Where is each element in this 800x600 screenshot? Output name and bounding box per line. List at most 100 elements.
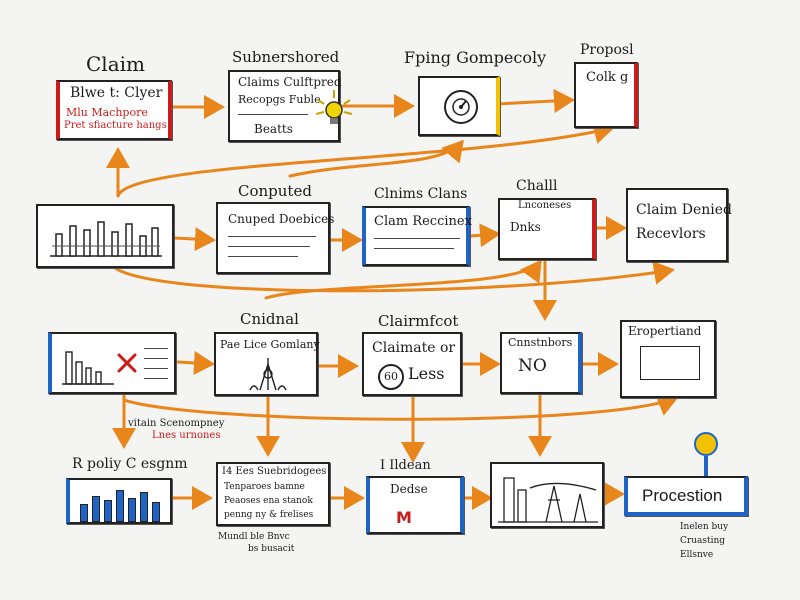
- bar-chart-icon: [50, 221, 162, 257]
- procession-note3: Ellsnve: [680, 550, 714, 560]
- lightbulb-icon: [694, 432, 718, 456]
- submitted-box-line1: Recopgs Fuble: [238, 93, 321, 106]
- subcom-note2: bs busacit: [248, 544, 295, 554]
- row4-bar-7: [152, 502, 160, 522]
- city-box[interactable]: [490, 462, 604, 528]
- critical-label: Cnidnal: [240, 310, 299, 328]
- subcom-note1: Mundl ble Bnvc: [218, 532, 290, 542]
- annot-line1: vitain Scenompney: [128, 418, 225, 429]
- row4-bar-2: [92, 496, 100, 522]
- decide-box[interactable]: Dedse M: [366, 476, 464, 534]
- denied-line2: Recevlors: [636, 226, 706, 242]
- claim-box[interactable]: Blwe t: Clyer Mlu Machpore Pret sfiactur…: [56, 80, 172, 140]
- claim-box-line1: Mlu Machpore: [66, 106, 148, 119]
- fixing-label: Fping Gompecoly: [404, 48, 547, 67]
- critical-box[interactable]: Pae Lice Gomlany: [214, 332, 320, 396]
- row4-bar-5: [128, 498, 136, 522]
- claimfact-box-badge: 60: [378, 364, 404, 390]
- arrow-mid-loop-fixing: [288, 139, 464, 178]
- proposal-label: Proposl: [580, 42, 634, 58]
- row4-bars-box[interactable]: [66, 478, 172, 524]
- cityscape-icon: [62, 351, 114, 385]
- submitted-box[interactable]: Claims Culftpred Recopgs Fuble Beatts: [228, 70, 342, 142]
- procession-note1: Inelen buy: [680, 522, 729, 532]
- claim-box-line2: Pret sfiacture hangs: [64, 120, 167, 131]
- arrow-critical-loop: [264, 259, 542, 300]
- procession-box[interactable]: Procestion: [624, 476, 748, 516]
- computed-rule-1: [228, 236, 316, 237]
- claim-box-title: Blwe t: Clyer: [70, 85, 163, 101]
- chall-box[interactable]: Lnconeses Dnks: [498, 198, 596, 260]
- arrow-long-loop-proposal: [116, 120, 615, 198]
- computed-rule-2: [228, 246, 310, 247]
- submitted-box-title: Claims Culftpred: [238, 75, 342, 89]
- claims-box[interactable]: Clam Reccinex: [362, 206, 472, 266]
- row3-chart-rule-1: [144, 348, 168, 349]
- claimfact-label: Clairmfcot: [378, 312, 459, 330]
- cityscape-icon: [498, 477, 598, 523]
- procession-note2: Cruasting: [680, 536, 726, 546]
- row4-bar-6: [140, 492, 148, 522]
- contributors-box[interactable]: Cnnstnbors NO: [500, 332, 582, 394]
- critical-box-text: Pae Lice Gomlany: [220, 338, 320, 351]
- chall-box-text: Dnks: [510, 220, 541, 234]
- subcom-box-line2: Tenparoes bamne: [224, 482, 305, 492]
- submitted-box-rule: [238, 114, 308, 115]
- row3-chart-rule-3: [144, 368, 168, 369]
- chall-box-title: Lnconeses: [518, 200, 572, 211]
- claims-rule-1: [374, 238, 460, 239]
- lamp-stem: [704, 456, 708, 478]
- row4-bar-4: [116, 490, 124, 522]
- row3-chart-rule-4: [144, 378, 168, 379]
- lightbulb-icon: [315, 90, 353, 124]
- procession-box-text: Procestion: [642, 486, 723, 505]
- arrow-fixing-to-proposal: [495, 88, 575, 113]
- row3-chart-rule-2: [144, 358, 168, 359]
- claimfact-box-line1: Claimate or: [372, 340, 456, 356]
- row4-bar-3: [104, 500, 112, 522]
- computed-box-text: Cnuped Doebices: [228, 212, 335, 226]
- claims-rule-2: [374, 248, 454, 249]
- subcom-box-line3: Peaoses ena stanok: [224, 496, 313, 506]
- submitted-box-line2: Beatts: [254, 122, 293, 136]
- claimfact-box-line2: Less: [408, 364, 445, 383]
- subcom-box[interactable]: I4 Ees Suebridogees Tenparoes bamne Peao…: [216, 462, 330, 526]
- experiment-box[interactable]: Eropertiand: [620, 320, 716, 398]
- experiment-box-title: Eropertiand: [628, 324, 702, 338]
- contributors-box-text: NO: [518, 356, 547, 376]
- mail-icon: M: [396, 508, 412, 527]
- contributors-box-title: Cnnstnbors: [508, 336, 573, 349]
- arrow-long-loop-row3: [122, 393, 679, 421]
- close-x-icon: [117, 353, 137, 373]
- gauge-icon: [444, 90, 478, 124]
- gear-icon: [249, 358, 287, 391]
- proposal-box[interactable]: Colk g: [574, 62, 638, 128]
- annot-line2: Lnes urnones: [152, 430, 221, 441]
- computed-label: Conputed: [238, 182, 312, 200]
- row2-chart-box[interactable]: [36, 204, 174, 268]
- computed-box[interactable]: Cnuped Doebices: [216, 202, 334, 274]
- computed-rule-3: [228, 256, 298, 257]
- fixing-box[interactable]: [418, 76, 500, 136]
- chall-label: Challl: [516, 178, 558, 194]
- policy-label: R poliy C esgnm: [72, 456, 188, 472]
- decide-label: I Ildean: [380, 458, 431, 473]
- claim-label: Claim: [86, 52, 145, 76]
- claimfact-box[interactable]: Claimate or 60 Less: [362, 332, 462, 396]
- submitted-label: Subnershored: [232, 48, 340, 66]
- arrow-chart3-to-critical: [176, 350, 215, 375]
- arrow-chart-to-computed: [172, 227, 216, 252]
- subcom-box-line4: penng ny & frelises: [224, 510, 314, 520]
- decide-box-text: Dedse: [390, 482, 428, 496]
- arrow-claims-to-chall: [468, 223, 501, 248]
- experiment-screen: [640, 346, 700, 380]
- proposal-box-text: Colk g: [586, 70, 629, 85]
- denied-line1: Claim Denied: [636, 202, 732, 218]
- denied-box[interactable]: Claim Denied Recevlors: [626, 188, 732, 262]
- claims-box-text: Clam Reccinex: [374, 214, 472, 229]
- row3-chart-box[interactable]: [48, 332, 176, 394]
- subcom-box-line1: I4 Ees Suebridogees: [222, 466, 327, 477]
- row4-bar-1: [80, 504, 88, 522]
